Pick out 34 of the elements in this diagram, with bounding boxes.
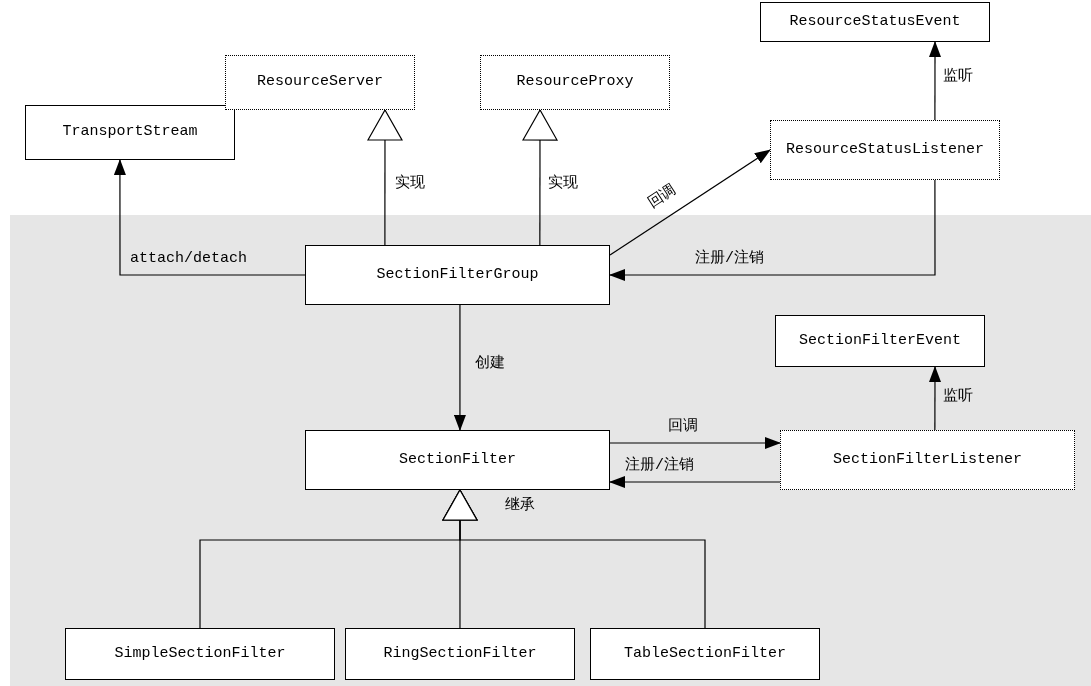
arrow [609,476,781,488]
edge-label: 回调 [668,418,698,437]
arrow [367,109,403,246]
arrow [442,489,706,629]
arrow [522,109,558,246]
class-box: SectionFilterListener [780,430,1075,490]
edge-label: 实现 [395,175,425,194]
edge-label: 实现 [548,175,578,194]
class-box: ResourceProxy [480,55,670,110]
edge-label: 注册/注销 [625,457,694,476]
arrow [453,304,466,431]
arrow [609,437,781,449]
class-box: SectionFilter [305,430,610,490]
edge-label: 创建 [475,355,505,374]
edge-label: 注册/注销 [695,250,764,269]
edge-label: 回调 [645,181,681,214]
class-box: TableSectionFilter [590,628,820,680]
edge-label: 监听 [943,68,973,87]
arrow [929,366,941,431]
class-box: ResourceStatusEvent [760,2,990,42]
arrow [609,149,771,256]
relation-label: 继承 [505,497,535,516]
arrow [929,41,941,121]
edge-label: 监听 [943,388,973,407]
class-box: RingSectionFilter [345,628,575,680]
class-box: ResourceServer [225,55,415,110]
class-box: TransportStream [25,105,235,160]
arrow [113,159,306,276]
class-box: SectionFilterGroup [305,245,610,305]
class-box: SectionFilterEvent [775,315,985,367]
edge-label: attach/detach [130,250,248,269]
class-box: SimpleSectionFilter [65,628,335,680]
class-box: ResourceStatusListener [770,120,1000,180]
arrow [609,179,936,281]
